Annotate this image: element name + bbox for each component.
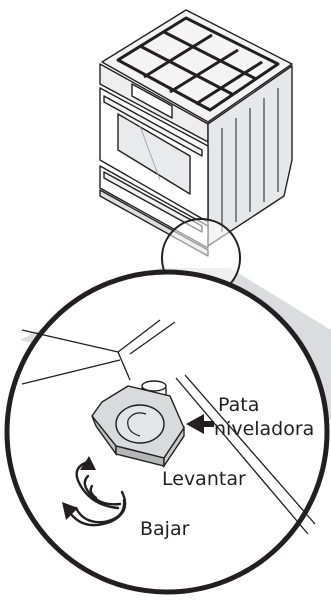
rotation-arrows-icon xyxy=(62,456,127,527)
leveling-leg xyxy=(91,380,185,469)
magnified-detail xyxy=(4,269,330,595)
leveling-leg-label-line1: Pata xyxy=(218,394,260,416)
lower-label: Bajar xyxy=(140,518,190,540)
pointer-arrow-icon xyxy=(186,414,214,434)
range-illustration xyxy=(99,9,293,298)
leveling-leg-label-line2: niveladora xyxy=(214,418,315,440)
raise-label: Levantar xyxy=(162,468,246,490)
burner-grates xyxy=(116,16,280,112)
